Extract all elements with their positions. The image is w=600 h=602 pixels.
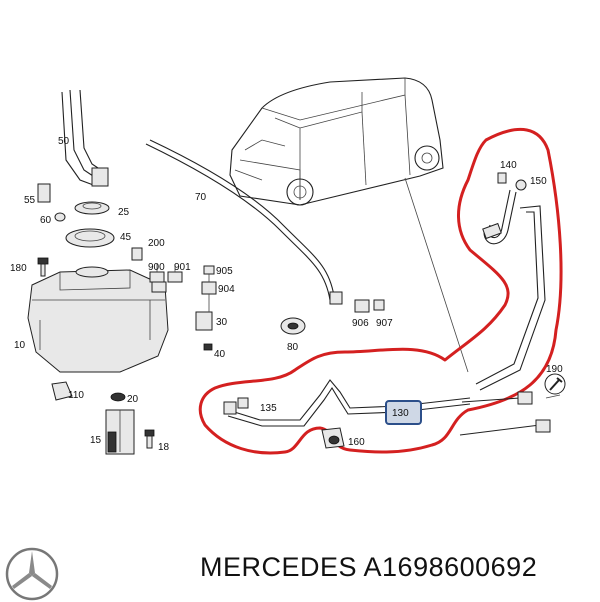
highlight-box-130 [385, 400, 422, 425]
label-60: 60 [40, 215, 52, 226]
hose-140-150 [475, 172, 546, 391]
label-900: 900 [148, 262, 165, 273]
grommet-part-80 [280, 317, 306, 335]
hose-70 [145, 139, 335, 301]
label-15: 15 [90, 435, 102, 446]
cap-part [37, 183, 51, 203]
connector-906-907 [329, 291, 385, 313]
car-illustration [229, 77, 444, 206]
part-labels: 10 15 18 20 25 30 40 45 50 55 60 70 80 1… [10, 136, 563, 453]
label-25: 25 [118, 207, 130, 218]
label-190: 190 [546, 364, 563, 375]
filler-neck-part [61, 89, 109, 187]
clip-part-200 [131, 247, 143, 261]
clip-part-110 [51, 381, 73, 401]
bolt-part-18 [144, 429, 155, 449]
highlight-outline [198, 127, 563, 455]
grommet-part-20 [110, 392, 126, 402]
label-45: 45 [120, 232, 132, 243]
label-80: 80 [287, 342, 299, 353]
label-906: 906 [352, 318, 369, 329]
gasket-part [54, 201, 110, 222]
label-150: 150 [530, 176, 547, 187]
label-30: 30 [216, 317, 228, 328]
ring-part [65, 228, 115, 248]
label-901: 901 [174, 262, 191, 273]
label-55: 55 [24, 195, 36, 206]
washer-reservoir [27, 266, 169, 373]
brand-part-number: MERCEDES A1698600692 [200, 552, 538, 582]
pump-part-15 [105, 409, 135, 455]
hose-130 [223, 379, 471, 427]
label-20: 20 [127, 394, 139, 405]
label-40: 40 [214, 349, 226, 360]
label-135: 135 [260, 403, 277, 414]
leader-line [404, 177, 469, 373]
nozzle-parts [195, 265, 217, 351]
wiper-hose-190 [459, 391, 561, 436]
wrench-icon [544, 373, 566, 395]
label-905: 905 [216, 266, 233, 277]
label-50: 50 [58, 136, 70, 147]
label-70: 70 [195, 192, 207, 203]
mercedes-star-logo-icon [5, 547, 59, 601]
connector-900-901 [149, 264, 183, 283]
label-904: 904 [218, 284, 235, 295]
label-110: 110 [68, 390, 84, 401]
label-18: 18 [158, 442, 170, 453]
clip-part-160 [321, 427, 345, 449]
label-160: 160 [348, 437, 365, 448]
label-907: 907 [376, 318, 393, 329]
label-140: 140 [500, 160, 517, 171]
label-130: 130 [392, 408, 409, 419]
label-180: 180 [10, 263, 27, 274]
label-10: 10 [14, 340, 26, 351]
label-200: 200 [148, 238, 165, 249]
bolt-part-180 [37, 257, 49, 277]
